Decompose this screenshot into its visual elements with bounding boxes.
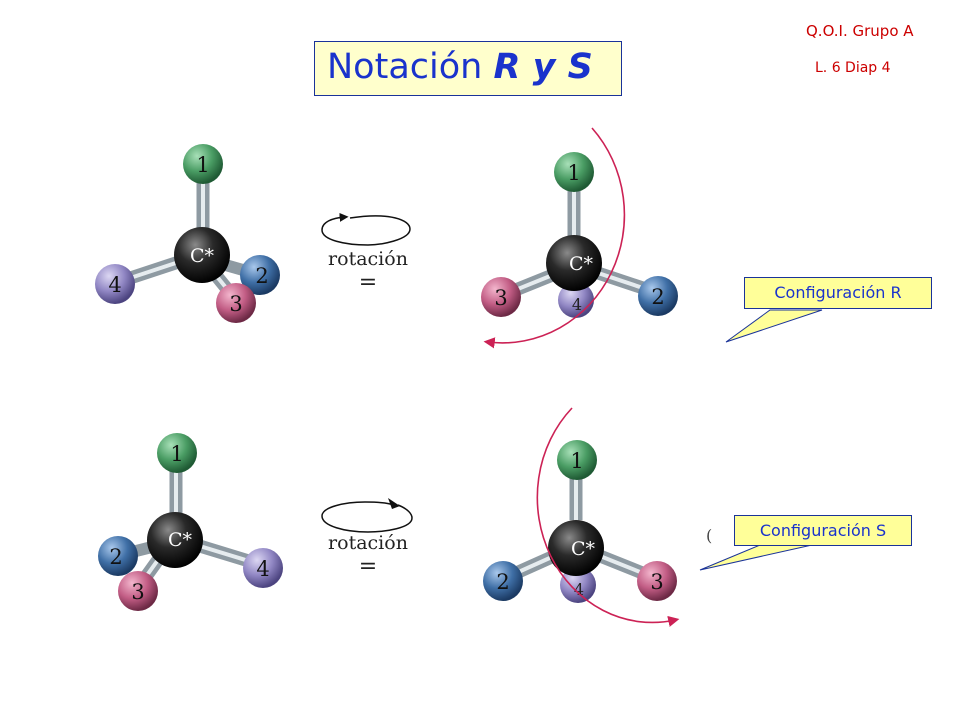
molecule-bottom-left: 1 2 3 4 C* <box>98 433 283 611</box>
rotation-label-top: rotación <box>328 248 408 270</box>
center-atom <box>548 520 604 576</box>
equals-top: = <box>358 270 378 295</box>
atom-label-3: 3 <box>494 286 507 310</box>
center-atom <box>147 512 203 568</box>
rotation-label-bottom: rotación <box>328 532 408 554</box>
center-label: C* <box>571 538 596 560</box>
atom-label-1: 1 <box>567 161 580 185</box>
counterclockwise-arc-arrow <box>536 407 680 627</box>
title-main: Notación <box>327 47 494 87</box>
atom-3 <box>118 571 158 611</box>
atom-label-1: 1 <box>196 153 209 177</box>
atom-4 <box>95 264 135 304</box>
title-box: Notación R y S <box>314 41 622 96</box>
center-atom <box>546 235 602 291</box>
center-label: C* <box>190 245 215 267</box>
atom-3 <box>481 277 521 317</box>
atom-label-4: 4 <box>108 273 121 297</box>
molecule-top-left: 1 2 3 4 C* <box>95 144 280 323</box>
rotation-ellipse-bottom <box>321 498 413 533</box>
slide-reference: L. 6 Diap 4 <box>815 60 891 76</box>
atom-1 <box>554 152 594 192</box>
atom-label-3: 3 <box>650 570 663 594</box>
atom-2 <box>240 255 280 295</box>
atom-1 <box>183 144 223 184</box>
atom-label-3: 3 <box>131 580 144 604</box>
atom-3 <box>637 561 677 601</box>
atom-label-4: 4 <box>256 557 269 581</box>
center-atom <box>174 227 230 283</box>
callout-s-tail <box>699 544 813 571</box>
atom-label-2: 2 <box>651 285 664 309</box>
page-title: Notación R y S <box>327 47 593 87</box>
atom-label-4: 4 <box>572 295 582 314</box>
atom-3 <box>216 283 256 323</box>
atom-2 <box>483 561 523 601</box>
atom-4 <box>243 548 283 588</box>
clockwise-arc-arrow <box>483 127 626 349</box>
atom-label-1: 1 <box>170 442 183 466</box>
atom-label-2: 2 <box>255 264 268 288</box>
course-label: Q.O.I. Grupo A <box>806 22 914 40</box>
atom-2 <box>638 276 678 316</box>
title-emphasis: R y S <box>493 47 593 87</box>
equals-bottom: = <box>358 554 378 579</box>
atom-label-2: 2 <box>109 545 122 569</box>
atom-1 <box>557 440 597 480</box>
callout-r-tail <box>725 309 823 343</box>
rotation-ellipse-top <box>321 212 411 246</box>
molecule-top-right: 1 2 3 4 C* <box>481 152 678 318</box>
callout-configuration-r: Configuración R <box>744 277 932 309</box>
atom-2 <box>98 536 138 576</box>
atom-label-4: 4 <box>574 580 584 599</box>
callout-configuration-s: Configuración S <box>734 515 912 546</box>
atom-label-1: 1 <box>570 449 583 473</box>
center-label: C* <box>569 253 594 275</box>
hidden-letter: ( <box>706 526 712 545</box>
atom-label-3: 3 <box>229 292 242 316</box>
center-label: C* <box>168 529 193 551</box>
atom-label-2: 2 <box>496 570 509 594</box>
molecule-bottom-right: 1 2 3 4 C* <box>483 440 677 603</box>
atom-1 <box>157 433 197 473</box>
atom-4 <box>560 567 596 603</box>
